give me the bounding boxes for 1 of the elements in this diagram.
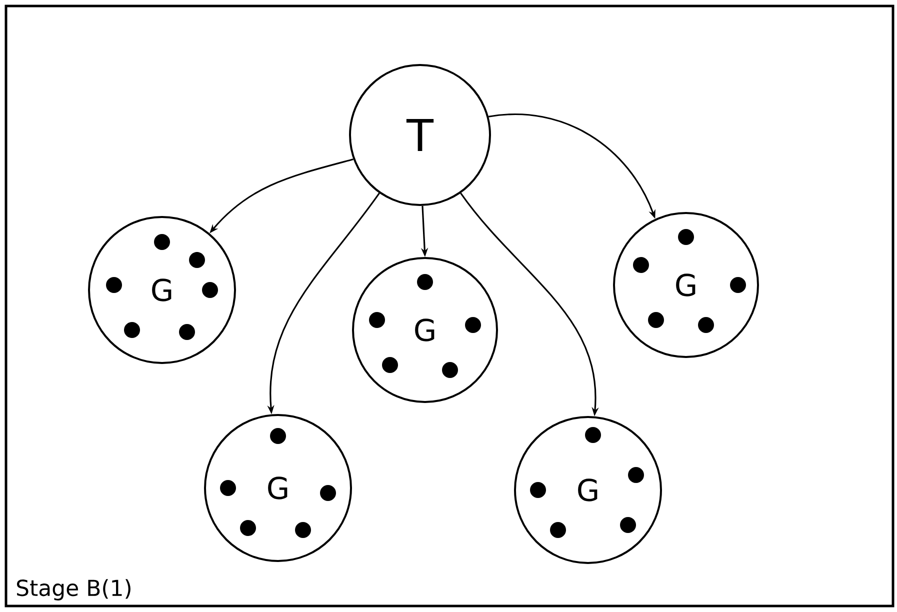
stage-label: Stage B(1) (16, 579, 130, 600)
